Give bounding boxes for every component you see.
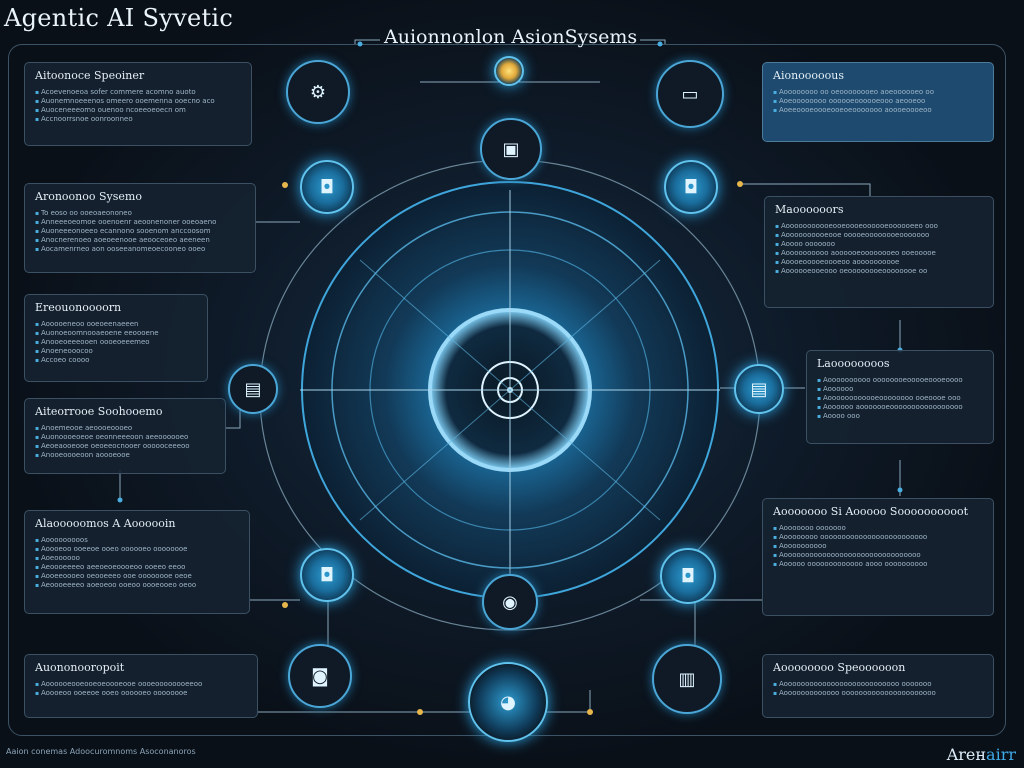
panel-line: Auonemnoeeenos omeero ooemenna ooecno ac… xyxy=(35,97,241,106)
main-title: Agentic AI Syvetic xyxy=(4,4,234,32)
panel-title: Auononooropoit xyxy=(35,661,125,674)
panel-left-1: Aitoonoce Speoiner Acoevenoeoa sofer com… xyxy=(24,62,252,146)
brand-prefix: Arен xyxy=(946,745,987,764)
panel-right-3: Laoooooooos Aoooooooooo oooooooeooooeooo… xyxy=(806,350,994,444)
brand-mark: Arенairr xyxy=(947,745,1016,764)
panel-line: Aooooooooooooo oooooooooooooooooooooo xyxy=(773,689,983,698)
panel-line: Auonoeoomnooaeoene eeoooene xyxy=(35,329,197,338)
document-icon: ▤ xyxy=(734,364,784,414)
panel-line: Aoooooooo ooooooooooooooooooooooooo xyxy=(773,533,983,542)
panel-line: Aooeeoooeo oeooeeeo ooe oooooooe oeoe xyxy=(35,572,239,581)
panel-line: Aoooooooooeooe ooooeoooooooeooooooo xyxy=(775,231,983,240)
panel-title: Aoooooooo Speoooooon xyxy=(773,661,906,674)
panel-title: Aionooooous xyxy=(773,69,845,82)
sun-icon xyxy=(494,56,524,86)
panel-title: Aiteorrooe Soohooemo xyxy=(35,405,163,418)
panel-line: Aooooeneoo ooeoeenaeeen xyxy=(35,320,197,329)
panel-line: Acoevenoeoa sofer commere acomno auoto xyxy=(35,88,241,97)
panel-line: Aoooooooooooooooooooooooooooooooo xyxy=(773,551,983,560)
chip-icon: ◘ xyxy=(300,160,354,214)
panel-line: Anoemeooe aeoooeoooeo xyxy=(35,424,215,433)
panel-line: Anneeeoeomoe ooenoenr aeoonenoner ooeoae… xyxy=(35,218,245,227)
panel-line: Aoooo ooo xyxy=(817,412,983,421)
camera-icon: ◙ xyxy=(288,644,352,708)
panel-line: Aoeoooooo xyxy=(35,554,239,563)
panel-line: Aoooooooooo oooooooeooooeoooeoooo xyxy=(817,376,983,385)
panel-title: Aronoonoo Sysemo xyxy=(35,190,142,203)
chip-icon: ◘ xyxy=(664,160,718,214)
gear-icon: ◉ xyxy=(482,574,538,630)
panel-line: Aoooooeooeooeoeoooeooe oooeoooooooeeoo xyxy=(35,680,247,689)
panel-line: Aeoooeeeeo aeeoeoeoooeoo ooeeo eeoo xyxy=(35,563,239,572)
panel-line: Aoooooo xyxy=(817,385,983,394)
panel-line: Aoooooooooo aoooooeoooooooeo ooeooooe xyxy=(775,249,983,258)
laptop-icon: ▭ xyxy=(656,60,724,128)
panel-line: Aooooooooos xyxy=(35,536,239,545)
center-title: Auionnonlon AsionSysems xyxy=(384,26,638,48)
panel-line: Aeoeaooeooe oeoeeocnooer oooooceeeoo xyxy=(35,442,215,451)
panel-line: Accnoorrsnoe oonroonneo xyxy=(35,115,241,124)
panel-line: Aoooooooooooeoooooooo ooeoooe ooo xyxy=(817,394,983,403)
panel-line: Aoooeoo ooeeoe ooeo oooooeo oooooooe xyxy=(35,689,247,698)
panel-line: Aoooeooooeoooeoo aoooooooooe xyxy=(775,258,983,267)
panel-line: Anooeoeeeooen oooeoeeemeo xyxy=(35,338,197,347)
footer-caption: Aaion conemas Adoocuromnoms Asoconanoros xyxy=(6,747,196,756)
monitor-icon: ▣ xyxy=(480,118,542,180)
panel-line: Auoceneeeomo ouenoo ncoeeoeoecn om xyxy=(35,106,241,115)
panel-title: Laoooooooos xyxy=(817,357,890,370)
panel-line: Anooeoooeoon aoooeooe xyxy=(35,451,215,460)
panel-left-6: Auononooropoit Aoooooeooeooeoeoooeooe oo… xyxy=(24,654,258,718)
panel-left-5: Alaooooomos A Aoooooin Aooooooooos Aoooe… xyxy=(24,510,250,614)
panel-right-1: Aionooooous Aoooooooo oo oeoooooooeo aoe… xyxy=(762,62,994,142)
panel-right-2: Maoooooors Aooooooooooeooeoooeoooooeoooo… xyxy=(764,196,994,308)
cpu-icon: ⚙ xyxy=(286,60,350,124)
panel-line: Anocnerenoeo aoeoeenooe aeooceoeo aeenee… xyxy=(35,236,245,245)
panel-line: Aocamenrneo aon ooseeanomeoecooneo ooeo xyxy=(35,245,245,254)
panel-title: Alaooooomos A Aoooooin xyxy=(35,517,176,530)
panel-left-3: Ereouonoooorn Aooooeneoo ooeoeenaeeen Au… xyxy=(24,294,208,382)
panel-title: Ereouonoooorn xyxy=(35,301,122,314)
panel-title: Aitoonoce Speoiner xyxy=(35,69,145,82)
panel-line: Auonoooeoeoe oeonneeeoon aeeoooooeo xyxy=(35,433,215,442)
panel-left-4: Aiteorrooe Soohooemo Anoemeooe aeoooeooo… xyxy=(24,398,226,474)
panel-line: Aoooooo aooooooeooooooooooooooooo xyxy=(817,403,983,412)
brand-suffix: airr xyxy=(986,745,1016,764)
panel-line: Aoooooooo oo oeoooooooeo aoeoooooeo oo xyxy=(773,88,983,97)
panel-line: Aoooooooooo xyxy=(773,542,983,551)
panel-line: To eoso oo ooeoaeononeo xyxy=(35,209,245,218)
chip-icon: ◘ xyxy=(660,548,716,604)
panel-line: Aoooooeooeooo oeoooooooeoooooooe oo xyxy=(775,267,983,276)
panel-line: Aooooooooooooooooooooooooooo ooooooo xyxy=(773,680,983,689)
panel-line: Aooooooo ooooooo xyxy=(773,524,983,533)
panel-left-2: Aronoonoo Sysemo To eoso oo ooeoaeononeo… xyxy=(24,183,256,273)
panel-line: Auoneeeonoeeo ecannono sooenom anccoosom xyxy=(35,227,245,236)
panel-line: Aooooooooooeooeoooeoooooeoooooeeo ooo xyxy=(775,222,983,231)
panel-right-5: Aoooooooo Speoooooon Aoooooooooooooooooo… xyxy=(762,654,994,718)
document-icon: ▤ xyxy=(228,364,278,414)
panel-line: Aoooo ooooooo xyxy=(775,240,983,249)
chip-icon: ◘ xyxy=(300,548,354,602)
panel-line: Aeoooeeeeo aoeoeoo ooeoo oooeooeo oeoo xyxy=(35,581,239,590)
eye-icon: ◕ xyxy=(468,662,548,742)
panel-line: Anoeneooocoo xyxy=(35,347,197,356)
panel-line: Accoeo coooo xyxy=(35,356,197,365)
panel-right-4: Aooooooo Si Aooooo Soooooooooot Aooooooo… xyxy=(762,498,994,616)
panel-title: Maoooooors xyxy=(775,203,844,216)
panel-line: Aoeeoooeoooeooeoeooooooo aoooeoooeoo xyxy=(773,106,983,115)
document-icon: ▥ xyxy=(652,644,722,714)
panel-title: Aooooooo Si Aooooo Soooooooooot xyxy=(773,505,969,518)
panel-line: Aoooeoo ooeeoe ooeo oooooeo oooooooe xyxy=(35,545,239,554)
panel-line: Aoeoooooooo oooooeoooooeooo aeooeoo xyxy=(773,97,983,106)
panel-line: Aooooo ooooooooooooo aooo oooooooooo xyxy=(773,560,983,569)
